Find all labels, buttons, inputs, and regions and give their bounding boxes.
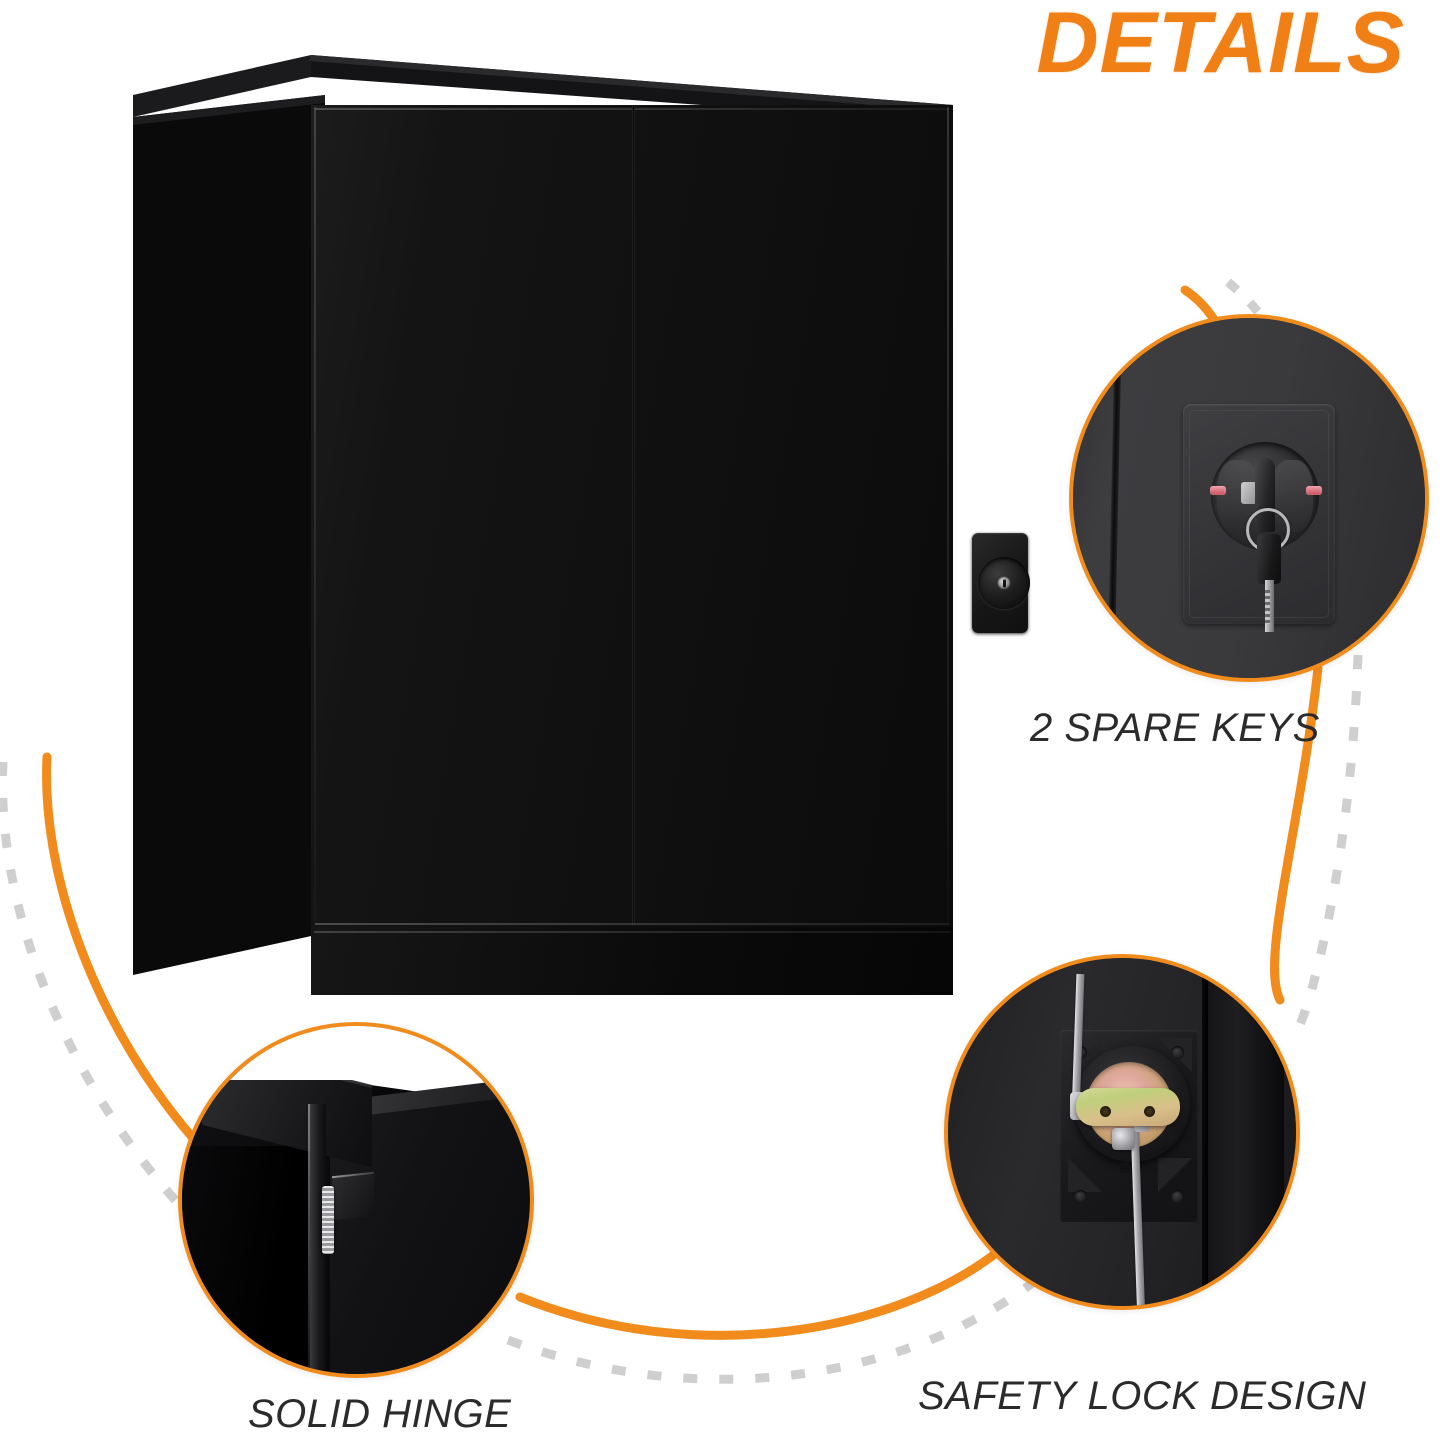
- hinge-door-frame-post: [310, 1104, 326, 1374]
- keys-second-key-head: [1241, 482, 1257, 504]
- callout-label-solid-hinge: SOLID HINGE: [248, 1392, 512, 1436]
- cam-plate-hole-right: [1144, 1106, 1155, 1117]
- safety-lock-panel-seam: [1202, 958, 1208, 1306]
- callout-label-safety-lock: SAFETY LOCK DESIGN: [918, 1374, 1367, 1418]
- cabinet-front-doors: [311, 105, 1030, 995]
- callout-spare-keys-scene: [1073, 318, 1425, 678]
- cam-center-screw: [1112, 1128, 1134, 1150]
- hinge-knuckle-bracket: [332, 1173, 374, 1221]
- hinge-scene-sky: [182, 1026, 530, 1080]
- cabinet-lock-knob[interactable]: [978, 557, 1030, 609]
- safety-lock-side-panel: [1206, 958, 1284, 1306]
- cabinet-lock-keyhole-icon: [997, 576, 1011, 590]
- door-bottom-edge: [315, 923, 949, 925]
- callout-label-spare-keys: 2 SPARE KEYS: [1030, 706, 1320, 750]
- door-left-edge: [314, 107, 316, 923]
- connector-solid-bottom: [515, 1245, 1005, 1340]
- hinge-frame-highlight: [308, 1104, 310, 1374]
- lock-cam-plate: [1076, 1088, 1180, 1126]
- cabinet-base-plinth: [311, 927, 953, 995]
- cabinet-lock-plate[interactable]: [972, 533, 1030, 633]
- callout-safety-lock-scene: [948, 958, 1296, 1306]
- keys-indicator-mark-right: [1306, 486, 1322, 495]
- page-title: DETAILS: [1036, 0, 1405, 91]
- cam-plate-hole-left: [1100, 1106, 1111, 1117]
- housing-corner-bottom-right: [1158, 1158, 1192, 1192]
- cabinet-left-side-panel: [133, 95, 325, 975]
- housing-screw-hole-3: [1074, 1190, 1087, 1203]
- keys-indicator-mark-left: [1210, 486, 1226, 495]
- keys-key-blade: [1265, 580, 1274, 632]
- cylinder-keyway-slot: [1120, 1162, 1129, 1173]
- keys-key-body: [1257, 534, 1281, 584]
- hinge-pin: [322, 1186, 334, 1254]
- housing-corner-bottom-left: [1068, 1158, 1102, 1192]
- storage-cabinet: [133, 55, 1030, 1010]
- hinge-cabinet-interior: [182, 1146, 312, 1374]
- housing-screw-hole-2: [1171, 1046, 1184, 1059]
- callout-spare-keys: [1073, 318, 1425, 678]
- callout-safety-lock: [948, 958, 1296, 1306]
- door-center-gap: [632, 105, 635, 925]
- plinth-top-edge: [314, 931, 950, 933]
- door-right-edge: [947, 107, 949, 923]
- callout-solid-hinge: [182, 1026, 530, 1374]
- housing-screw-hole-4: [1171, 1190, 1184, 1203]
- connector-dashed-keys-stub: [1225, 278, 1262, 315]
- callout-solid-hinge-scene: [182, 1026, 530, 1374]
